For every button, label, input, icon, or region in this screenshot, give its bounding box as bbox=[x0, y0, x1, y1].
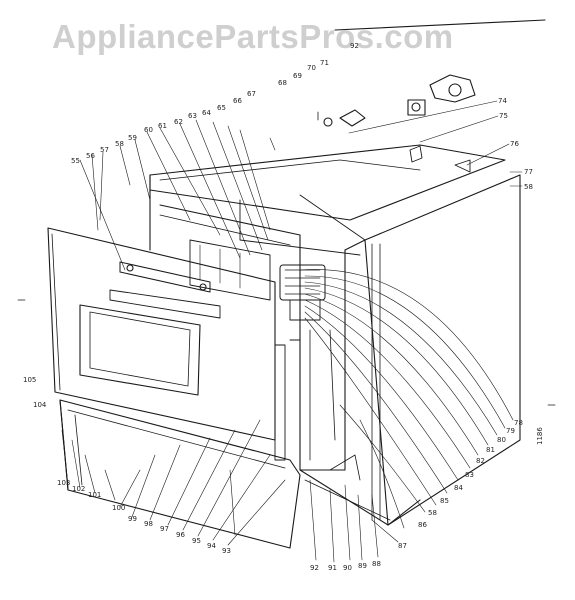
callout-79: 79 bbox=[506, 427, 515, 435]
callout-labels: 92 71 70 69 68 67 66 65 64 63 62 61 60 5… bbox=[23, 42, 544, 572]
callout-84: 84 bbox=[454, 484, 463, 492]
callout-88: 88 bbox=[372, 560, 381, 568]
callout-58-lower: 58 bbox=[428, 509, 437, 517]
callout-69: 69 bbox=[293, 72, 302, 80]
upper-door bbox=[47, 227, 276, 441]
callout-102: 102 bbox=[72, 485, 85, 493]
callout-75: 75 bbox=[499, 112, 508, 120]
callout-60: 60 bbox=[144, 126, 153, 134]
top-components bbox=[317, 74, 476, 173]
callout-57: 57 bbox=[100, 146, 109, 154]
callout-58-right: 58 bbox=[524, 183, 533, 191]
callout-104: 104 bbox=[33, 401, 47, 409]
hinge-rail bbox=[274, 344, 286, 461]
callout-82: 82 bbox=[476, 457, 485, 465]
lower-drawer bbox=[59, 399, 301, 549]
callout-66: 66 bbox=[233, 97, 242, 105]
callout-77: 77 bbox=[524, 168, 533, 176]
right-side-panel bbox=[364, 174, 521, 526]
vertical-rail bbox=[299, 249, 346, 471]
callout-83: 83 bbox=[465, 471, 474, 479]
callout-80: 80 bbox=[497, 436, 506, 444]
callout-93: 93 bbox=[222, 547, 231, 555]
callout-100: 100 bbox=[112, 504, 125, 512]
site-watermark: AppliancePartsPros.com bbox=[52, 18, 454, 55]
callout-92: 92 bbox=[310, 564, 319, 572]
callout-97: 97 bbox=[160, 525, 169, 533]
callout-103: 103 bbox=[57, 479, 70, 487]
callout-95: 95 bbox=[192, 537, 201, 545]
cabinet-body bbox=[149, 144, 521, 526]
callout-94: 94 bbox=[207, 542, 216, 550]
callout-87: 87 bbox=[398, 542, 407, 550]
cabinet-top bbox=[149, 144, 506, 221]
callout-62: 62 bbox=[174, 118, 183, 126]
callout-67: 67 bbox=[247, 90, 256, 98]
callout-64: 64 bbox=[202, 109, 211, 117]
callout-58-left: 58 bbox=[115, 140, 124, 148]
callout-101: 101 bbox=[88, 491, 101, 499]
door-window bbox=[79, 304, 201, 396]
small-bracket bbox=[339, 109, 366, 127]
callout-86: 86 bbox=[418, 521, 427, 529]
callout-91: 91 bbox=[328, 564, 337, 572]
motor-part bbox=[429, 74, 476, 103]
switch-part bbox=[407, 99, 426, 116]
callout-63: 63 bbox=[188, 112, 197, 120]
top-stray-line bbox=[334, 19, 546, 31]
callout-81: 81 bbox=[486, 446, 495, 454]
callout-74: 74 bbox=[498, 97, 507, 105]
callout-90: 90 bbox=[343, 564, 352, 572]
callout-98: 98 bbox=[144, 520, 153, 528]
callout-99: 99 bbox=[128, 515, 137, 523]
leader-lines bbox=[61, 100, 523, 563]
callout-55: 55 bbox=[71, 157, 80, 165]
callout-56: 56 bbox=[86, 152, 95, 160]
callout-65: 65 bbox=[217, 104, 226, 112]
door-handle-slot bbox=[119, 261, 211, 293]
callout-78: 78 bbox=[514, 419, 523, 427]
callout-89: 89 bbox=[358, 562, 367, 570]
callout-96: 96 bbox=[176, 531, 185, 539]
callout-61: 61 bbox=[158, 122, 167, 130]
base-line bbox=[299, 469, 421, 526]
callout-59: 59 bbox=[128, 134, 137, 142]
callout-71: 71 bbox=[320, 59, 329, 67]
callout-105: 105 bbox=[23, 376, 36, 384]
callout-85: 85 bbox=[440, 497, 449, 505]
inner-frame bbox=[159, 204, 301, 321]
callout-68: 68 bbox=[278, 79, 287, 87]
side-code: 1186 bbox=[536, 427, 544, 445]
callout-70: 70 bbox=[307, 64, 316, 72]
callout-92-top: 92 bbox=[350, 42, 359, 50]
callout-76: 76 bbox=[510, 140, 519, 148]
